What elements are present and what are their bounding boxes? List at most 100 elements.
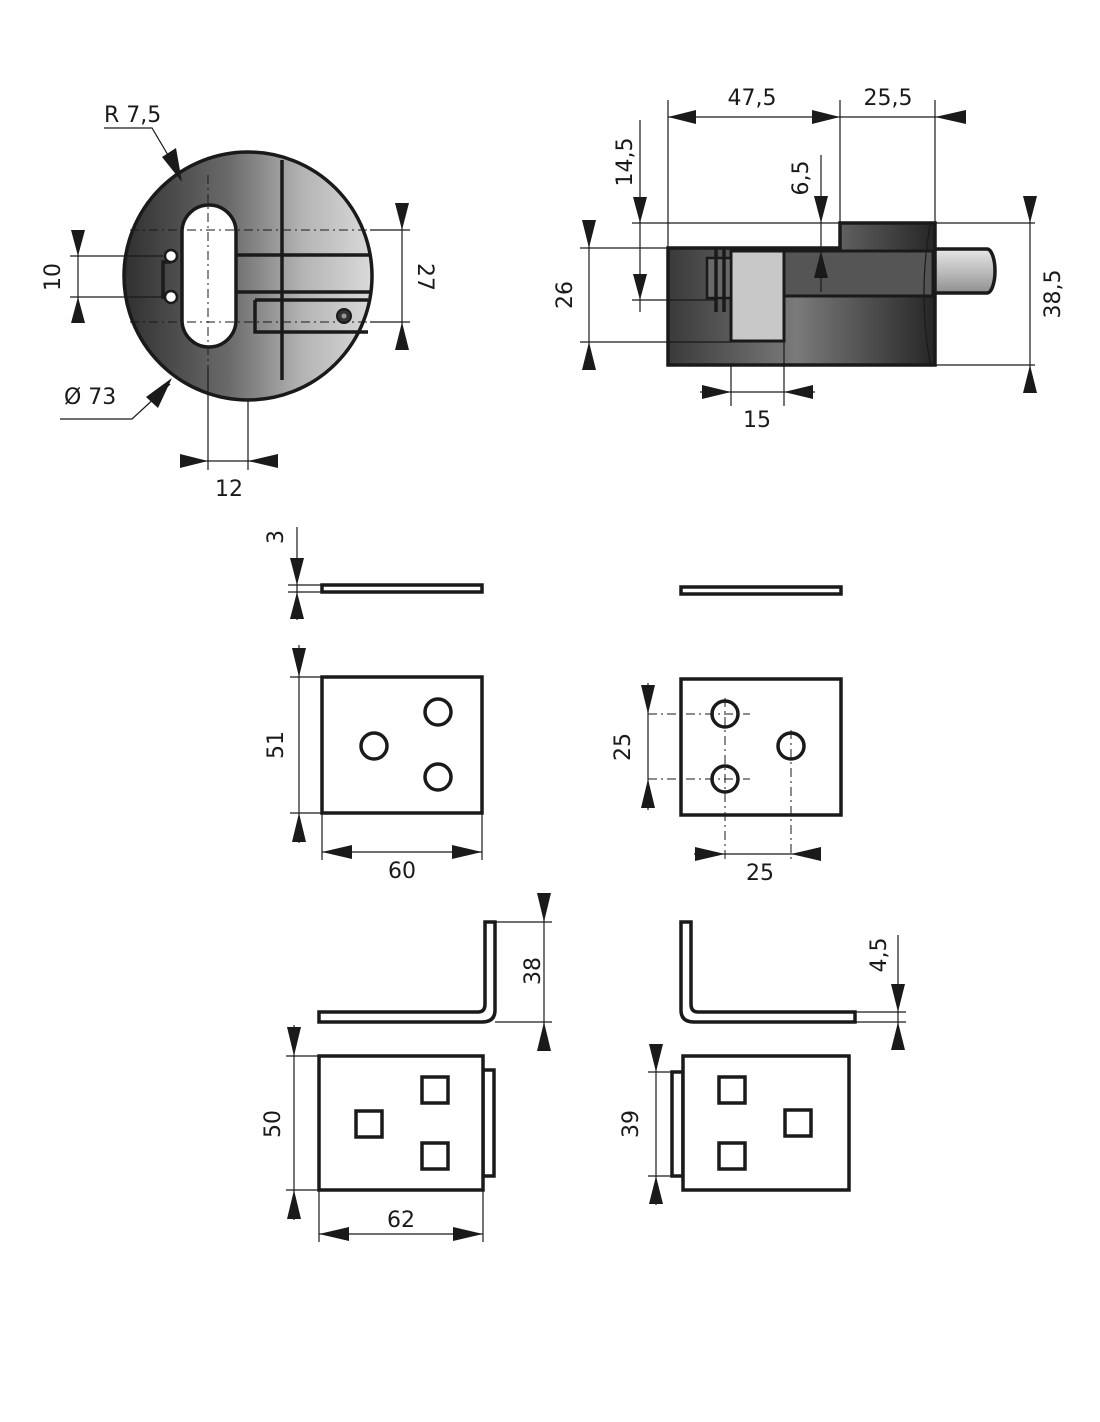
dim-60-arrow-left (322, 845, 352, 859)
dim-27-lines (370, 203, 410, 350)
plate-hole-1 (359, 731, 389, 761)
dim-12-arrow-right (248, 454, 278, 468)
dim-47-5-arrow-right (812, 110, 840, 124)
dim-14-5-arrow-top (633, 197, 647, 223)
square-hole-4 (717, 1075, 747, 1105)
dim-39-lines (648, 1045, 672, 1205)
square-hole-6 (783, 1108, 813, 1138)
dim-6-5-arrow-top (814, 196, 828, 223)
lock-body-circle (122, 150, 374, 402)
dim-62-arrow-left (319, 1227, 349, 1241)
keyhole-slot (180, 203, 238, 349)
dim-25-5-arrow-right (935, 110, 966, 124)
dim-62-arrow-right (453, 1227, 483, 1241)
bracket-face-right (681, 1054, 851, 1192)
dim-50-lines (286, 1025, 319, 1220)
plate-hole-3 (423, 762, 453, 792)
plate-face-left (320, 675, 484, 815)
dim-51-label: 51 (264, 731, 289, 759)
dim-38-label: 38 (521, 957, 546, 985)
dim-51-arrow-top (292, 648, 306, 677)
plate-edge-left (320, 583, 484, 594)
dim-15-arrow-right (784, 385, 813, 399)
r-leader (104, 127, 179, 173)
bracket-profile-left (317, 920, 497, 1024)
dim-12-arrow-left (180, 454, 208, 468)
pin-bottom (163, 289, 179, 305)
dim-27-arrow-top (395, 203, 409, 230)
bracket-profile-right (679, 920, 857, 1024)
dim-15-label: 15 (743, 408, 771, 433)
dim-10-arrow-bottom (71, 297, 85, 323)
dim-51-arrow-bottom (292, 813, 306, 842)
bolt-window (729, 249, 786, 343)
square-hole-5 (717, 1141, 747, 1171)
r-leader-arrow (162, 148, 182, 182)
dim-3-arrow-bottom (290, 592, 304, 619)
dim-6-5-label: 6,5 (789, 161, 814, 196)
dim-38-5-arrow-top (1023, 196, 1037, 223)
dim-14-5-label: 14,5 (613, 138, 638, 187)
dia-leader-arrow (146, 378, 172, 408)
plate-hole-2 (423, 697, 453, 727)
dim-50-arrow-top (287, 1027, 301, 1056)
dim-10-label: 10 (41, 263, 66, 291)
dim-25h-arrow-right (791, 847, 821, 861)
square-hole-2 (420, 1075, 450, 1105)
dim-15-arrow-left (702, 385, 731, 399)
bolt-detail (714, 247, 726, 312)
dim-25-5-label: 25,5 (864, 86, 913, 111)
bent-bracket-right: 4,5 39 (619, 920, 906, 1205)
plate-edge-right (679, 585, 843, 596)
bracket-face-left (317, 1054, 485, 1192)
dim-50-label: 50 (261, 1110, 286, 1138)
dim-25v-arrow-bottom (641, 779, 655, 808)
front-view: R 7,5 Ø 73 10 27 12 (41, 103, 437, 502)
shackle-inner-curve (923, 224, 931, 364)
dim-12-label: 12 (215, 477, 243, 502)
dim-3-lines (288, 527, 322, 620)
dia-dim-label: Ø 73 (64, 385, 116, 410)
dim-25h-label: 25 (746, 861, 774, 886)
shackle-channel (781, 249, 935, 298)
dim-27-label: 27 (412, 263, 437, 291)
dim-25v-label: 25 (611, 733, 636, 761)
dim-26-label: 26 (553, 281, 578, 309)
bent-bracket-left: 38 50 62 (261, 893, 552, 1242)
square-hole-3 (420, 1141, 450, 1171)
plate-face-right (679, 677, 843, 817)
dim-4-5-arrow-top (891, 984, 905, 1012)
dim-4-5-label: 4,5 (867, 938, 892, 973)
bolt-head (705, 256, 733, 300)
dim-47-5-label: 47,5 (728, 86, 777, 111)
flat-plate-left: 3 51 60 (264, 527, 484, 884)
r-dim-label: R 7,5 (104, 103, 161, 128)
dim-25h-arrow-left (695, 847, 725, 861)
dim-27-arrow-bottom (395, 322, 409, 350)
dim-38-arrow-top (537, 893, 551, 922)
dim-26-arrow-bottom (582, 342, 596, 370)
dim-62-label: 62 (387, 1208, 415, 1233)
flat-plate-right: 25 25 (611, 585, 843, 886)
dim-39-arrow-bottom (649, 1176, 663, 1204)
dim-39-label: 39 (619, 1110, 644, 1138)
dim-26-arrow-top (582, 220, 596, 248)
dim-4-5-arrow-bottom (891, 1022, 905, 1050)
dim-38-arrow-bottom (537, 1022, 551, 1051)
dim-60-label: 60 (388, 859, 416, 884)
dim-10-arrow-top (71, 230, 85, 256)
dim-6-5-arrow-bottom (814, 251, 828, 278)
dim-3-arrow-top (290, 558, 304, 585)
dim-38-5-arrow-bottom (1023, 365, 1037, 393)
pin-top (163, 248, 179, 264)
square-hole-1 (354, 1109, 384, 1139)
dim-50-arrow-bottom (287, 1190, 301, 1219)
dim-25v-arrow-top (641, 685, 655, 714)
dim-38-5-label: 38,5 (1041, 270, 1066, 319)
front-panel-lines (236, 160, 370, 380)
dim-60-arrow-right (452, 845, 482, 859)
dim-3-label: 3 (264, 530, 289, 544)
dim-51-lines (290, 645, 322, 843)
